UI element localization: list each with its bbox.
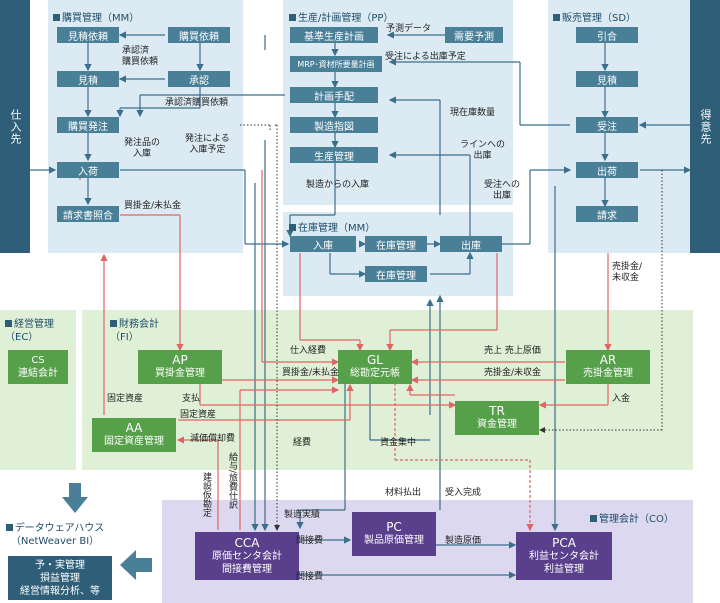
ec-panel [0,310,76,470]
mm-title: 購買管理（MM） [53,9,139,24]
label-receipt-plan: 発注による 入庫予定 [185,134,230,155]
sd-title: 販売管理（SD） [553,9,636,24]
label-fi-receivable: 売掛金/未収金 [484,368,542,378]
dwh-title: データウェアハウス （NetWeaver BI） [0,522,110,548]
dwh-arrow-left [120,550,152,580]
dwh-arrow-down [62,483,88,513]
node-delivery[interactable]: 出荷 [576,162,638,178]
node-quote-request[interactable]: 見積依頼 [57,27,119,43]
node-billing[interactable]: 請求 [576,206,638,222]
node-inv-receipt[interactable]: 入庫 [290,236,356,252]
label-sales: 売上 売上原価 [484,346,541,356]
label-line-issue: ラインへの 出庫 [460,140,506,161]
label-payment: 支払 [182,394,201,404]
pp-title: 生産/計画管理（PP） [289,9,393,24]
node-invoice-verify[interactable]: 請求書照合 [57,206,119,222]
inv-title: 在庫管理（MM） [289,219,375,234]
node-quotation[interactable]: 見積 [57,71,119,87]
node-planned-order[interactable]: 計画手配 [290,87,378,103]
label-purchase-cost: 仕入経費 [290,346,327,356]
node-inquiry[interactable]: 引合 [576,27,638,43]
label-salary: 給与/旅費仕訳 [227,452,237,510]
node-inv-stock1[interactable]: 在庫管理 [365,236,427,252]
co-title: 管理会計（CO） [590,510,674,525]
label-material: 材料払出 [385,488,422,498]
node-inv-stock2[interactable]: 在庫管理 [365,266,427,282]
label-forecast: 予測データ [386,24,432,34]
node-purchase-order[interactable]: 購買発注 [57,117,119,133]
supplier-bar: 仕入先 [0,0,30,253]
node-goods-receipt[interactable]: 入荷 [57,162,119,178]
label-indirect1: 間接費 [296,536,324,546]
label-stock-qty: 現在庫数量 [450,108,496,118]
fi-title: 財務会計 （FI） [110,319,159,343]
arrow-down-icon [62,483,88,513]
node-sd-quote[interactable]: 見積 [576,71,638,87]
label-so-issue: 受注への 出庫 [484,180,521,201]
label-prod-cost: 製造原価 [445,536,482,546]
label-so-plan: 受注による出庫予定 [385,52,466,62]
label-receipt-done: 受入完成 [445,488,482,498]
inv-panel [283,212,513,296]
node-demand-forecast[interactable]: 需要予測 [445,27,503,43]
node-purchase-request[interactable]: 購買依頼 [168,27,230,43]
label-prod-receipt: 製造からの入庫 [306,180,370,190]
label-mm-payable: 買掛金/未払金 [124,201,182,211]
label-fixed-asset2: 固定資産 [180,410,217,420]
arrow-left-icon [120,550,152,580]
customer-bar: 得意先 [690,0,720,253]
label-expense: 経費 [293,438,312,448]
node-sales-order[interactable]: 受注 [576,117,638,133]
label-receipt-notice: 発注品の 入庫 [124,138,161,159]
label-fixed-asset: 固定資産 [107,394,144,404]
node-production-control[interactable]: 生産管理 [290,147,378,163]
ec-title: 経営管理 （EC） [5,319,54,343]
label-construction: 建設仮勘定 [201,472,211,517]
label-indirect2: 間接費 [296,572,324,582]
label-receivable: 売掛金/ 未収金 [612,262,643,283]
dwh-content[interactable]: 予・実管理 損益管理 経営情報分析、等 [8,556,112,600]
label-approved-req: 承認済 購買依頼 [122,46,159,67]
node-cs[interactable]: CS 連結会計 [8,350,68,384]
node-inv-issue[interactable]: 出庫 [440,236,502,252]
label-actual: 製造実績 [284,510,321,520]
label-deposit: 入金 [612,394,631,404]
label-approved-req2: 承認済購買依頼 [165,98,229,108]
label-fi-payable: 買掛金/未払金 [282,368,340,378]
node-production-order[interactable]: 製造指図 [290,117,378,133]
node-mrp[interactable]: MRP･資材所要量計画 [290,56,382,72]
node-master-plan[interactable]: 基準生産計画 [290,27,378,43]
label-fund: 資金集中 [380,438,417,448]
node-approval[interactable]: 承認 [168,71,230,87]
label-depreciation: 減価償却費 [190,434,236,444]
